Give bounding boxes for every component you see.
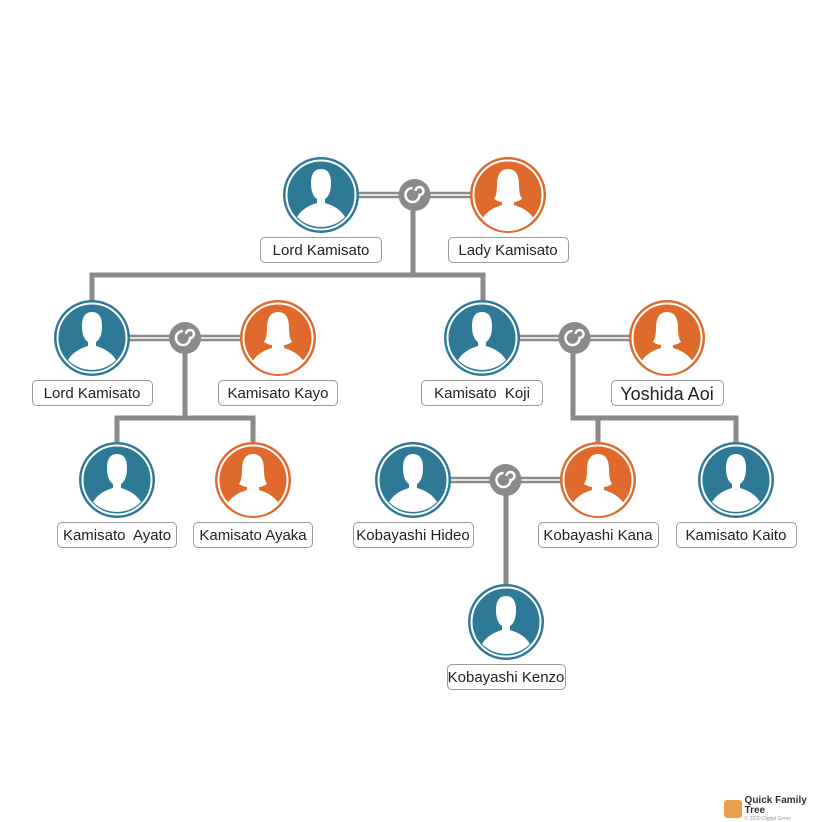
marriage-ring-icon (398, 179, 431, 211)
avatar-ring (377, 444, 449, 516)
avatar-ring (56, 302, 128, 374)
person-name-label[interactable]: Kamisato Ayaka (193, 522, 313, 548)
person-silhouette-icon (252, 312, 304, 375)
swirl-icon (404, 185, 425, 204)
avatar-ring (81, 444, 153, 516)
avatar-ring (285, 159, 357, 231)
avatar-ring (446, 302, 518, 374)
person-name-label[interactable]: Kobayashi Hideo (352, 522, 474, 548)
person-name-label[interactable]: Kamisato Koji (421, 380, 543, 406)
person-name-label[interactable]: Lord Kamisato (31, 380, 153, 406)
person-silhouette-icon (389, 454, 437, 512)
person-silhouette-icon (93, 454, 141, 512)
swirl-icon (174, 328, 196, 347)
descent-line (89, 272, 486, 300)
marriage-ring-icon (489, 464, 522, 496)
person-silhouette-icon (297, 169, 345, 227)
person-silhouette-icon (712, 454, 760, 512)
person-silhouette-icon (458, 312, 506, 370)
person-name-label[interactable]: Kamisato Kaito (675, 522, 797, 548)
marriage-ring-icon (169, 322, 201, 354)
logo-title: Quick Family Tree (744, 795, 807, 816)
person-name-label[interactable]: Yoshida Aoi (610, 380, 724, 406)
swirl-icon (495, 470, 516, 489)
person-name-label[interactable]: Kamisato Ayato (57, 522, 177, 548)
family-tree-logo-icon (724, 800, 742, 818)
person-silhouette-icon (482, 169, 534, 232)
avatar-ring (700, 444, 772, 516)
descent-line (114, 415, 256, 442)
marriage-ring-icon (558, 322, 591, 354)
person-name-label[interactable]: Kobayashi Kana (537, 522, 659, 548)
person-silhouette-icon (641, 312, 693, 375)
avatar-ring (470, 586, 542, 658)
person-silhouette-icon (68, 312, 116, 370)
descent-line (570, 338, 739, 442)
person-silhouette-icon (572, 454, 624, 517)
swirl-icon (564, 328, 585, 347)
person-name-label[interactable]: Lady Kamisato (447, 237, 569, 263)
person-name-label[interactable]: Kobayashi Kenzo (446, 664, 566, 690)
person-name-label[interactable]: Kamisato Kayo (218, 380, 338, 406)
person-name-label[interactable]: Lord Kamisato (260, 237, 382, 263)
person-silhouette-icon (482, 596, 530, 654)
person-silhouette-icon (227, 454, 279, 517)
logo: Quick Family Tree © 2020 Digital Gems (724, 796, 828, 822)
